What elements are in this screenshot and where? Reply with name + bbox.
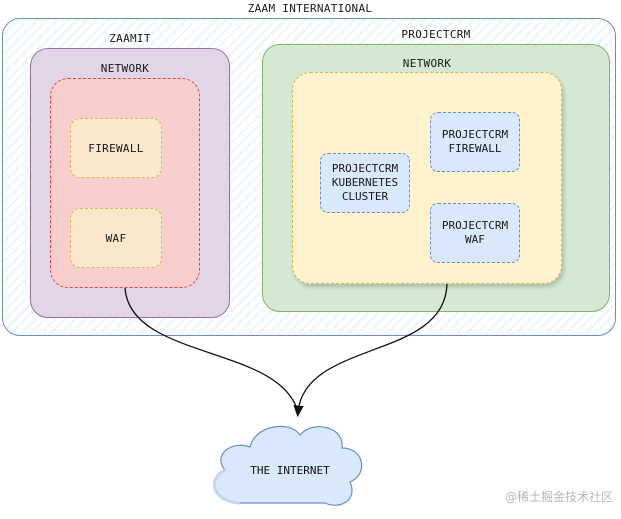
projectcrm-kubernetes-node: PROJECTCRM KUBERNETES CLUSTER: [320, 153, 410, 213]
zaamit-waf-label: WAF: [105, 231, 127, 245]
internet-cloud-icon: [212, 425, 363, 506]
internet-label: THE INTERNET: [250, 464, 330, 477]
projectcrm-network-title: NETWORK: [402, 57, 452, 70]
zaamit-waf-node: WAF: [70, 208, 162, 268]
zaamit-to-internet-connector: [124, 287, 299, 413]
zaam-international-title: ZAAM INTERNATIONAL: [247, 2, 373, 15]
zaamit-firewall-node: FIREWALL: [70, 118, 162, 178]
zaamit-network-title: NETWORK: [100, 62, 150, 75]
projectcrm-firewall-label: PROJECTCRM FIREWALL: [441, 128, 509, 155]
projectcrm-firewall-node: PROJECTCRM FIREWALL: [430, 112, 520, 172]
projectcrm-title: PROJECTCRM: [401, 28, 471, 41]
zaamit-firewall-label: FIREWALL: [88, 141, 144, 155]
projectcrm-waf-label: PROJECTCRM WAF: [441, 219, 509, 246]
projectcrm-to-internet-connector: [293, 283, 448, 418]
projectcrm-waf-node: PROJECTCRM WAF: [430, 203, 520, 263]
zaamit-title: ZAAMIT: [109, 32, 151, 45]
projectcrm-kubernetes-label: PROJECTCRM KUBERNETES CLUSTER: [331, 162, 399, 203]
watermark-text: @稀土掘金技术社区: [504, 490, 613, 504]
